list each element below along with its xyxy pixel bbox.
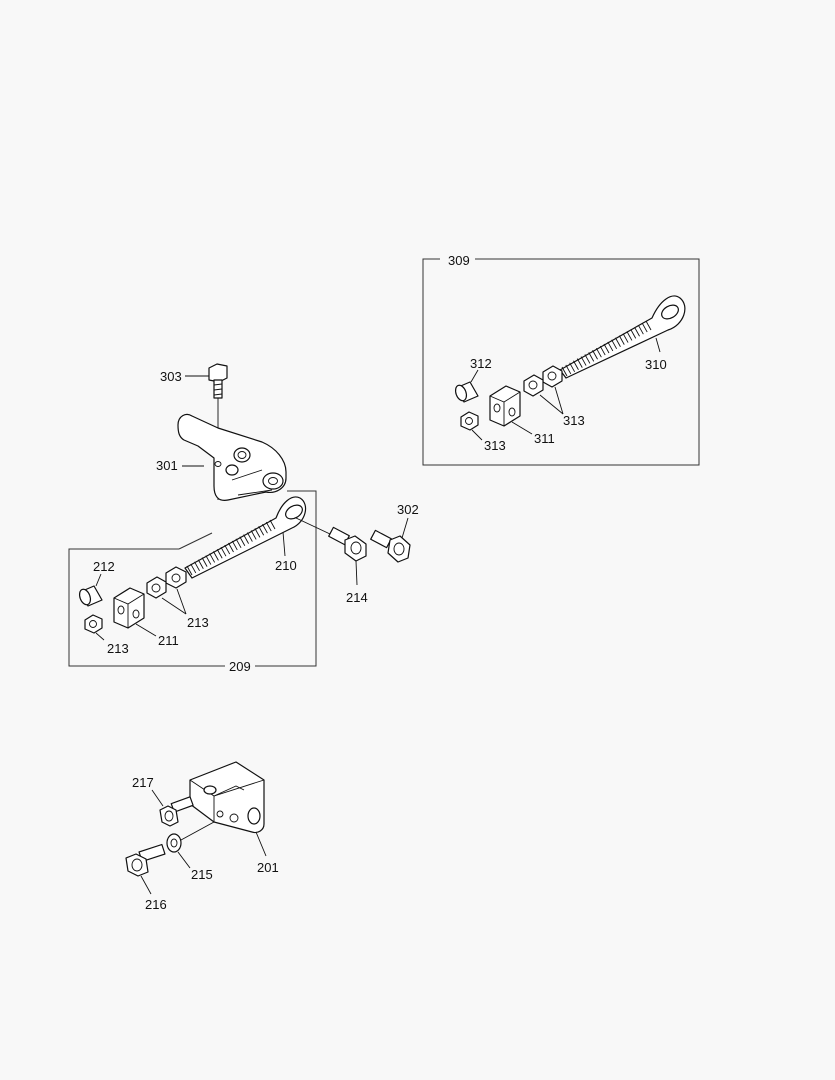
thread-line (235, 538, 242, 549)
part-211-block (113, 587, 145, 629)
thread-line (573, 360, 579, 370)
label-310: 310 (645, 357, 667, 372)
label-301: 301 (156, 458, 178, 473)
label-213-b: 213 (107, 641, 129, 656)
thread-line (603, 343, 610, 354)
part-313-nut-upper (542, 365, 563, 388)
thread-line (599, 345, 606, 356)
thread-line (224, 544, 231, 555)
group-309-frame (422, 258, 700, 466)
group-309: 309 310 313 312 (422, 253, 700, 466)
part-210-thread (186, 519, 276, 576)
part-213-nut-small (84, 614, 103, 634)
part-213-nut-upper (165, 566, 187, 589)
part-310-rod-end (559, 295, 686, 379)
label-303: 303 (160, 369, 182, 384)
label-217: 217 (132, 775, 154, 790)
thread-line (269, 519, 276, 530)
thread-line (265, 521, 272, 532)
thread-line (569, 362, 576, 373)
part-217-screw (159, 796, 194, 827)
thread-line (641, 322, 648, 333)
thread-line (584, 354, 591, 364)
part-313-nut-lower (523, 374, 544, 397)
thread-line (201, 557, 208, 567)
thread-line (630, 329, 637, 339)
thread-line (220, 546, 227, 557)
thread-line (576, 358, 583, 368)
part-212-bushing (78, 585, 103, 607)
label-212: 212 (93, 559, 115, 574)
label-312: 312 (470, 356, 492, 371)
part-213-nut-lower (146, 576, 167, 599)
label-211: 211 (158, 633, 179, 648)
thread-line (239, 536, 246, 546)
label-214: 214 (346, 590, 368, 605)
part-216-bolt (125, 843, 166, 877)
part-313-nut-small (460, 411, 479, 431)
thread-line (580, 356, 587, 366)
part-215-washer (166, 833, 182, 853)
thread-line (637, 324, 644, 335)
thread-line (634, 327, 640, 337)
label-313-a: 313 (563, 413, 585, 428)
thread-line (254, 528, 261, 538)
thread-line (213, 551, 219, 561)
label-302: 302 (397, 502, 419, 517)
thread-line (228, 542, 234, 553)
part-201-clamp (189, 761, 265, 834)
thread-line (205, 555, 212, 565)
thread-line (262, 523, 268, 534)
thread-line (186, 565, 193, 576)
label-311: 311 (534, 431, 555, 446)
thread-line (607, 341, 614, 352)
label-313-b: 313 (484, 438, 506, 453)
label-216: 216 (145, 897, 167, 912)
label-309: 309 (448, 253, 470, 268)
part-214-bolt (328, 526, 367, 562)
part-312-bushing (454, 381, 479, 403)
thread-line (250, 530, 257, 540)
thread-line (565, 364, 572, 375)
label-213-a: 213 (187, 615, 209, 630)
thread-line (246, 532, 253, 542)
thread-line (615, 337, 621, 347)
thread-line (197, 559, 204, 569)
thread-line (645, 320, 652, 331)
thread-line (190, 563, 197, 574)
thread-line (622, 333, 629, 343)
thread-line (611, 339, 618, 350)
thread-line (592, 350, 598, 360)
thread-line (626, 331, 633, 341)
part-301-bracket (177, 413, 287, 501)
thread-line (618, 335, 625, 345)
group-209-frame (68, 548, 225, 667)
part-310-thread (561, 320, 652, 377)
thread-line (595, 347, 602, 358)
thread-line (588, 352, 595, 362)
part-302-bolt (370, 529, 411, 563)
thread-line (209, 553, 216, 563)
label-215: 215 (191, 867, 213, 882)
part-210-rod-end (184, 496, 307, 579)
thread-line (216, 549, 223, 559)
label-209: 209 (229, 659, 251, 674)
label-201: 201 (257, 860, 279, 875)
part-303-bolt (208, 363, 228, 399)
thread-line (561, 366, 568, 377)
label-210: 210 (275, 558, 297, 573)
thread-line (231, 540, 238, 551)
thread-line (194, 561, 200, 572)
part-311-block (489, 385, 521, 427)
thread-line (258, 526, 265, 536)
thread-line (243, 534, 249, 544)
group-209: 209 210 213 212 (68, 490, 317, 674)
